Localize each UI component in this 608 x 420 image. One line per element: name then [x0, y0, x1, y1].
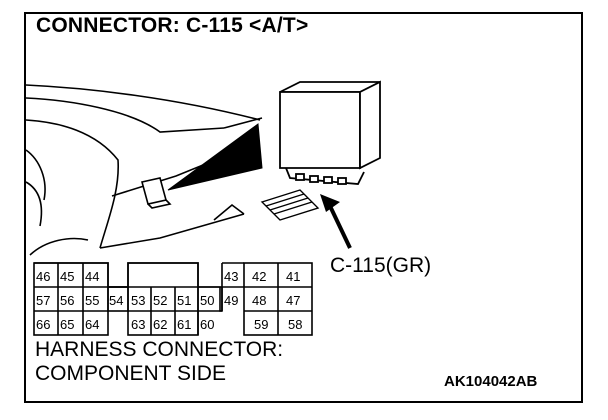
pin-50: 50: [200, 293, 214, 308]
callout-arrow: [320, 194, 352, 249]
pin-51: 51: [177, 293, 191, 308]
pin-46: 46: [36, 269, 50, 284]
harness-caption-line2: COMPONENT SIDE: [35, 362, 226, 385]
pin-53: 53: [131, 293, 145, 308]
harness-cable: [260, 189, 320, 221]
pin-47: 47: [286, 293, 300, 308]
harness-caption: HARNESS CONNECTOR: COMPONENT SIDE: [35, 338, 283, 386]
pin-56: 56: [60, 293, 74, 308]
pin-labels: 46 45 44 43 42 41 57 56 55 54 53 52 51 5…: [36, 269, 302, 332]
pin-62: 62: [153, 317, 167, 332]
pin-49: 49: [224, 293, 238, 308]
connector-callout-label: C-115(GR): [330, 254, 432, 277]
figure-code: AK104042AB: [444, 373, 538, 390]
pin-64: 64: [85, 317, 99, 332]
pin-63: 63: [131, 317, 145, 332]
pin-65: 65: [60, 317, 74, 332]
pin-60: 60: [200, 317, 214, 332]
pin-66: 66: [36, 317, 50, 332]
zoom-wedge: [167, 123, 263, 191]
pin-43: 43: [224, 269, 238, 284]
diagram-title: CONNECTOR: C-115 <A/T>: [36, 14, 309, 37]
pin-52: 52: [153, 293, 167, 308]
pin-55: 55: [85, 293, 99, 308]
pin-59: 59: [254, 317, 268, 332]
connector-face: [33, 262, 313, 336]
pin-54: 54: [109, 293, 123, 308]
pin-41: 41: [286, 269, 300, 284]
pin-42: 42: [252, 269, 266, 284]
dash-connector: [141, 177, 172, 209]
pin-44: 44: [85, 269, 99, 284]
pin-57: 57: [36, 293, 50, 308]
harness-caption-line1: HARNESS CONNECTOR:: [35, 338, 284, 361]
pin-61: 61: [177, 317, 191, 332]
ecu-module: [279, 80, 381, 185]
pin-45: 45: [60, 269, 74, 284]
pin-48: 48: [252, 293, 266, 308]
pin-58: 58: [288, 317, 302, 332]
